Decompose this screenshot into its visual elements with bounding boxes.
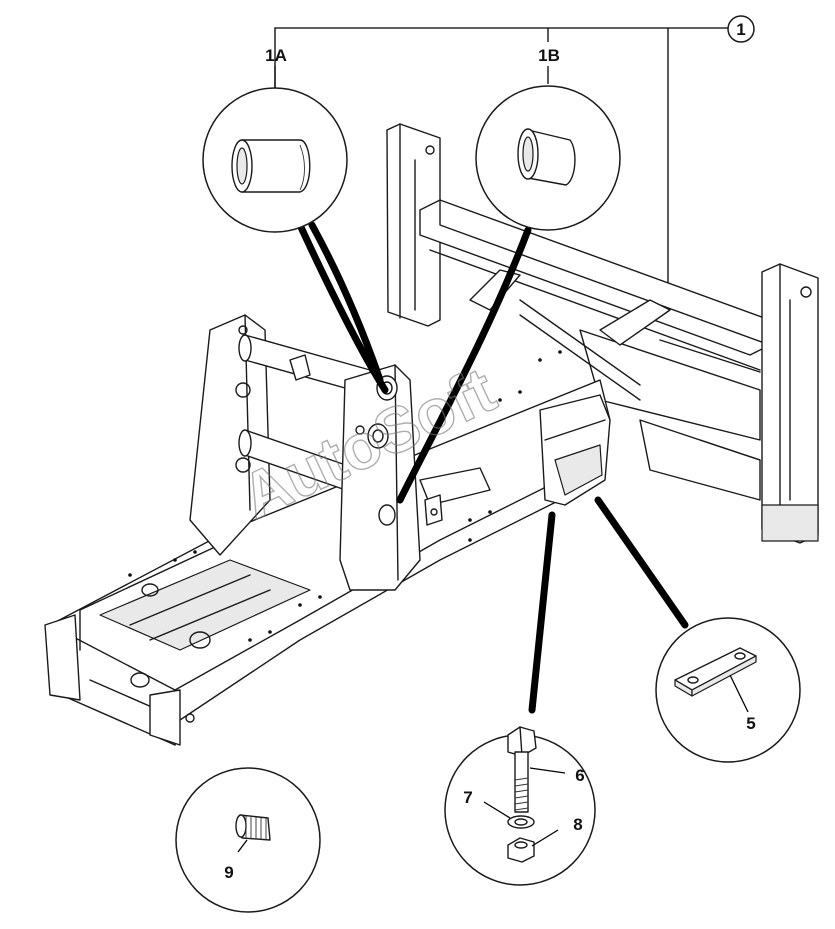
callout-5: 5	[746, 714, 755, 733]
detail-bolt-assembly: 6 7 8	[444, 726, 596, 886]
callout-1: 1	[736, 20, 745, 39]
callout-1b: 1B	[538, 46, 560, 65]
item-1-bracket: 1 1A 1B	[265, 15, 755, 300]
detail-1a-bushing	[202, 87, 348, 233]
callout-9: 9	[224, 863, 233, 882]
callout-1a: 1A	[265, 46, 287, 65]
leader-lines	[296, 221, 689, 714]
detail-9-plug: 9	[175, 767, 321, 913]
detail-5-plate: 5	[655, 617, 801, 763]
callout-6: 6	[575, 766, 584, 785]
item-1-circle	[727, 15, 755, 43]
callout-8: 8	[573, 815, 582, 834]
chassis-frame	[44, 123, 819, 746]
rivet-holes	[128, 350, 562, 642]
callout-7: 7	[463, 788, 472, 807]
detail-1b-bushing	[475, 85, 621, 231]
